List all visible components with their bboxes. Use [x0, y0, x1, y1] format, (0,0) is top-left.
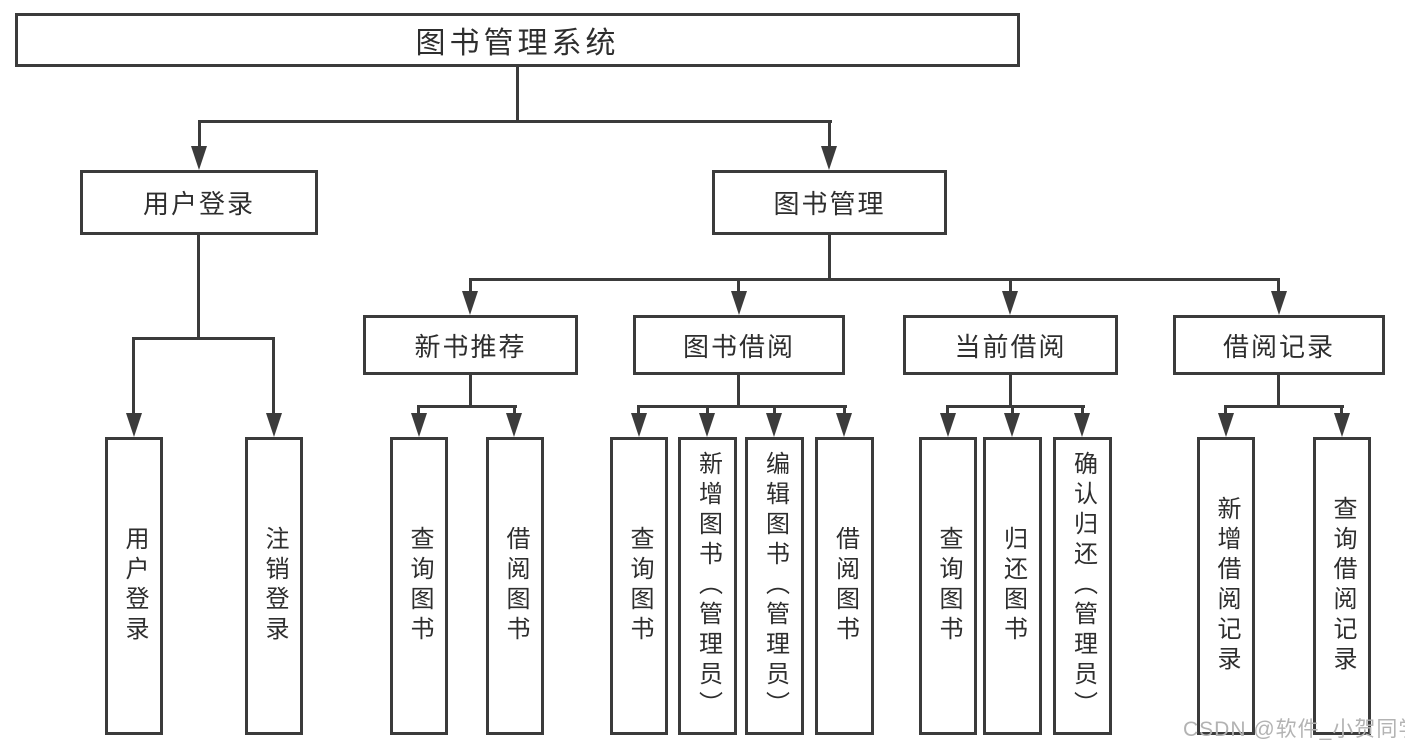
- arrow-down-leaf: [631, 413, 647, 437]
- arrow-down-group: [1002, 291, 1018, 315]
- leaf-label: 归还图书: [999, 526, 1027, 646]
- connector-leaf-stem: [1011, 405, 1014, 417]
- connector-group-stem: [1277, 278, 1280, 293]
- leaf-query-books-borrow: 查询图书: [610, 437, 668, 735]
- connector-user-login-hbar: [132, 337, 275, 340]
- node-borrow-records: 借阅记录: [1173, 315, 1385, 375]
- leaf-add-borrow-record: 新增借阅记录: [1197, 437, 1255, 735]
- connector-book-mgmt-hbar: [469, 278, 1280, 281]
- arrow-down-group: [462, 291, 478, 315]
- connector-user-login-down: [197, 235, 200, 340]
- node-root-label: 图书管理系统: [415, 27, 620, 60]
- leaf-label: 新增图书（管理员）: [694, 451, 722, 721]
- arrow-down-leaf: [766, 413, 782, 437]
- arrow-down-leaf: [411, 413, 427, 437]
- leaf-label: 借阅图书: [831, 526, 859, 646]
- leaf-add-books-admin: 新增图书（管理员）: [678, 437, 737, 735]
- arrow-down-leaf: [699, 413, 715, 437]
- node-root: 图书管理系统: [15, 13, 1020, 67]
- connector-leaf-stem: [843, 405, 846, 417]
- connector-group-stem: [469, 278, 472, 293]
- arrow-down-book-mgmt: [821, 146, 837, 170]
- node-book-management-label: 图书管理: [773, 189, 886, 219]
- arrow-down-leaf: [1218, 413, 1234, 437]
- connector-user-login-stem: [198, 120, 201, 148]
- connector-leaf-stem: [272, 337, 275, 415]
- connector-group2-hbar: [637, 405, 847, 408]
- leaf-label: 查询图书: [935, 526, 962, 646]
- arrow-down-leaf: [126, 413, 142, 437]
- arrow-down-leaf: [1334, 413, 1350, 437]
- leaf-query-books-recommend: 查询图书: [390, 437, 448, 735]
- connector-group1-hbar: [417, 405, 517, 408]
- node-book-management: 图书管理: [712, 170, 947, 235]
- arrow-down-leaf: [1074, 413, 1090, 437]
- leaf-label: 查询图书: [626, 526, 653, 646]
- connector-group4-down: [1277, 375, 1280, 408]
- connector-book-mgmt-down: [828, 235, 831, 281]
- arrow-down-leaf: [506, 413, 522, 437]
- arrow-down-group: [731, 291, 747, 315]
- node-borrow-records-label: 借阅记录: [1222, 331, 1335, 362]
- csdn-watermark: CSDN @软件_小贺同学: [1183, 718, 1405, 741]
- connector-leaf-stem: [132, 337, 135, 415]
- leaf-label: 确认归还（管理员）: [1069, 451, 1097, 721]
- connector-leaf-stem: [946, 405, 949, 417]
- node-book-borrow: 图书借阅: [633, 315, 845, 375]
- connector-group2-down: [737, 375, 740, 408]
- leaf-return-books: 归还图书: [983, 437, 1042, 735]
- connector-leaf-stem: [1081, 405, 1084, 417]
- connector-group3-down: [1009, 375, 1012, 408]
- arrow-down-user-login: [191, 146, 207, 170]
- connector-root-stem: [516, 66, 519, 123]
- arrow-down-leaf: [266, 413, 282, 437]
- connector-group3-hbar: [946, 405, 1085, 408]
- leaf-logout-label: 注销登录: [261, 526, 288, 646]
- connector-group-stem: [737, 278, 740, 293]
- connector-leaf-stem: [637, 405, 640, 417]
- connector-book-mgmt-stem: [828, 120, 831, 148]
- node-new-book-recommend: 新书推荐: [363, 315, 578, 375]
- leaf-user-login-label: 用户登录: [121, 526, 148, 646]
- leaf-borrow-books-recommend: 借阅图书: [486, 437, 544, 735]
- leaf-label: 借阅图书: [502, 526, 529, 646]
- connector-leaf-stem: [1224, 405, 1227, 417]
- node-book-borrow-label: 图书借阅: [682, 331, 795, 362]
- arrow-down-leaf: [836, 413, 852, 437]
- leaf-label: 查询图书: [406, 526, 433, 646]
- arrow-down-leaf: [1004, 413, 1020, 437]
- leaf-confirm-return-admin: 确认归还（管理员）: [1053, 437, 1112, 735]
- node-user-login-label: 用户登录: [142, 189, 255, 219]
- leaf-logout: 注销登录: [245, 437, 303, 735]
- leaf-query-books-current: 查询图书: [919, 437, 977, 735]
- connector-leaf-stem: [773, 405, 776, 417]
- connector-root-hbar: [198, 120, 832, 123]
- arrow-down-group: [1271, 291, 1287, 315]
- leaf-label: 编辑图书（管理员）: [761, 451, 789, 721]
- connector-leaf-stem: [513, 405, 516, 417]
- leaf-user-login: 用户登录: [105, 437, 163, 735]
- connector-group4-hbar: [1224, 405, 1344, 408]
- leaf-edit-books-admin: 编辑图书（管理员）: [745, 437, 804, 735]
- leaf-borrow-books: 借阅图书: [815, 437, 874, 735]
- node-current-borrow-label: 当前借阅: [954, 331, 1067, 362]
- connector-leaf-stem: [706, 405, 709, 417]
- connector-group1-down: [469, 375, 472, 408]
- node-user-login: 用户登录: [80, 170, 318, 235]
- node-current-borrow: 当前借阅: [903, 315, 1118, 375]
- leaf-label: 查询借阅记录: [1329, 496, 1356, 676]
- arrow-down-leaf: [940, 413, 956, 437]
- connector-group-stem: [1009, 278, 1012, 293]
- node-new-book-recommend-label: 新书推荐: [414, 331, 527, 362]
- connector-leaf-stem: [417, 405, 420, 417]
- leaf-query-borrow-record: 查询借阅记录: [1313, 437, 1371, 735]
- connector-leaf-stem: [1340, 405, 1343, 417]
- leaf-label: 新增借阅记录: [1213, 496, 1240, 676]
